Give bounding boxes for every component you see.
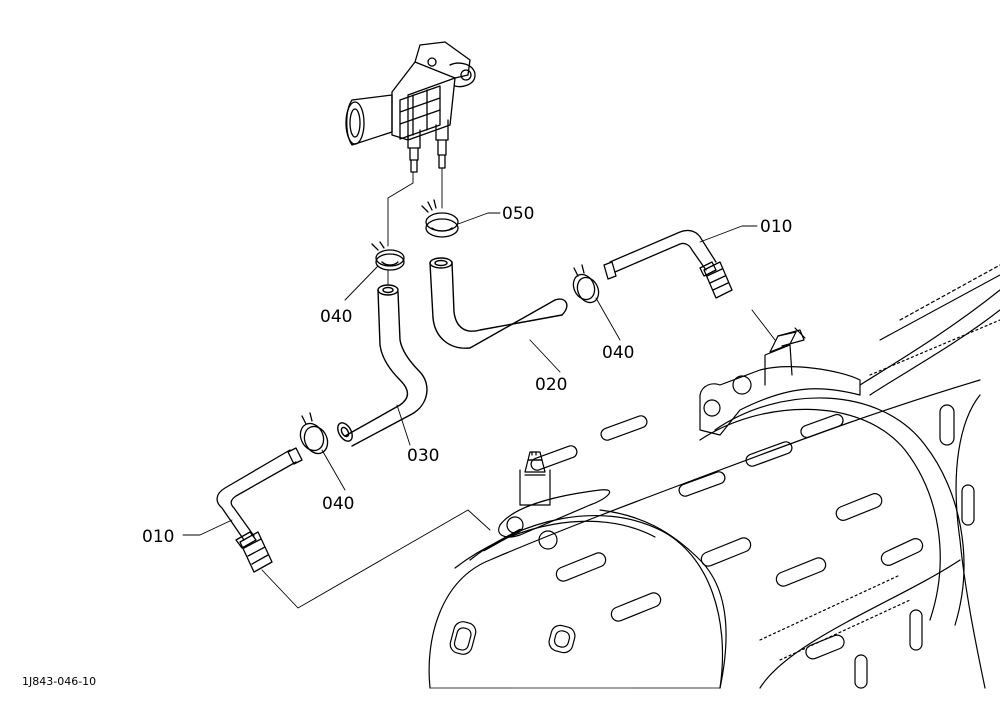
callout-040-lower: 040 <box>322 494 354 514</box>
pipe-010-left <box>216 447 303 573</box>
callout-050: 050 <box>502 204 534 224</box>
muffler-inlet-flange-right <box>699 327 861 436</box>
muffler-inlet-flange-left <box>482 451 611 552</box>
callout-010-right: 010 <box>760 217 792 237</box>
pipe-010-right <box>603 229 733 299</box>
callout-labels: 010 050 040 040 020 030 040 010 1J843-04… <box>22 204 792 688</box>
hose-clamp-050 <box>421 199 459 238</box>
hose-030 <box>337 284 428 447</box>
drawing-code: 1J843-046-10 <box>22 675 96 688</box>
callout-020: 020 <box>535 375 567 395</box>
callout-040-left: 040 <box>320 307 352 327</box>
assembly-lines <box>261 167 776 609</box>
callout-leaders <box>182 212 758 536</box>
dpf-muffler-assembly <box>428 264 1000 689</box>
hose-clamp-040-right <box>572 264 600 304</box>
hose-020 <box>429 257 568 349</box>
hose-clamp-040-top <box>371 241 405 271</box>
callout-040-right: 040 <box>602 343 634 363</box>
callout-010-left: 010 <box>142 527 174 547</box>
differential-pressure-sensor <box>345 41 476 173</box>
callout-030: 030 <box>407 446 439 466</box>
hose-clamp-040-lower <box>299 412 329 455</box>
